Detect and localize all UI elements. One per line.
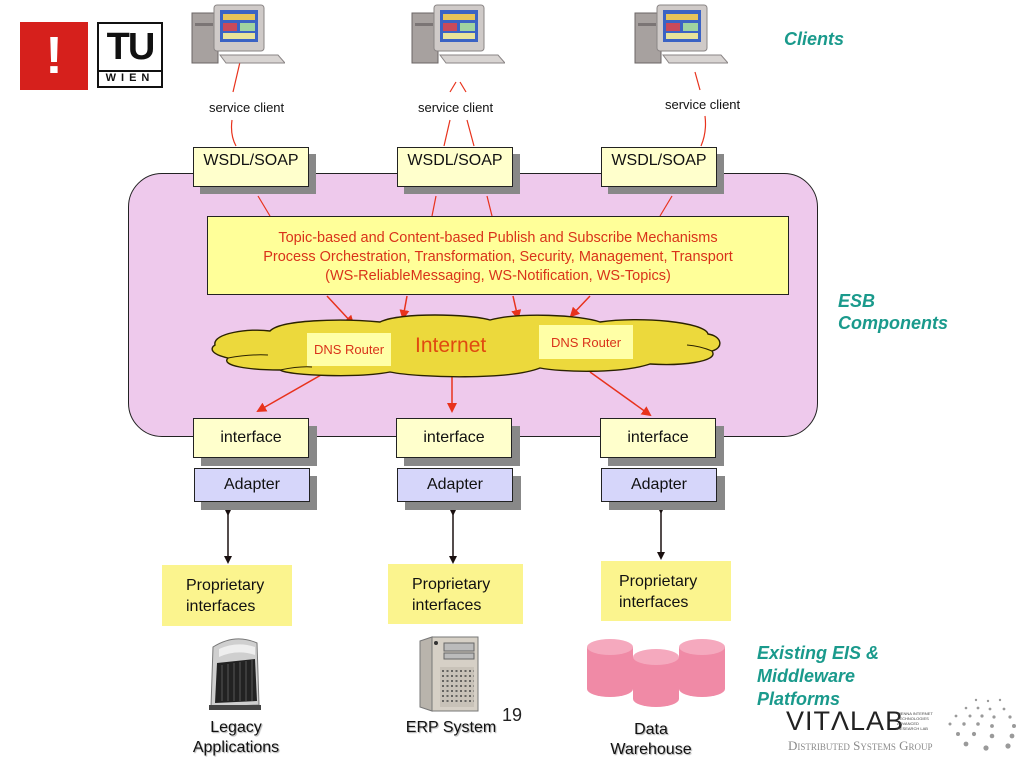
mechanism-line-3: (WS-ReliableMessaging, WS-Notification, … [325,268,671,284]
tagline-line: VIENNA INTERNET [897,711,933,716]
client-computer-1 [190,3,287,68]
tagline-line: TECHNOLOGIES [897,716,929,721]
erp-server-icon [419,636,479,712]
data-warehouse-icon [587,639,725,707]
wien-text: WIEN [99,70,161,84]
service-client-label-2: service client [418,100,494,115]
mechanism-line-1: Topic-based and Content-based Publish an… [278,230,718,246]
proprietary-line-2: interfaces [619,594,689,611]
arrow-mech-to-cloud-3 [511,295,522,320]
wsdl3-line [659,195,673,217]
database-cylinder-icon [587,639,633,697]
esb-label-line-2: Components [838,313,948,333]
legacy-label-line-2: Applications [192,739,280,756]
proprietary-interfaces-2: Proprietary interfaces [388,564,523,624]
tu-text: TU [106,26,156,68]
client1-line-bottom [230,119,237,147]
proprietary-line-2: interfaces [186,598,256,615]
vitalab-tagline: VIENNA INTERNET TECHNOLOGIES ADVANCED RE… [897,711,933,731]
tu-exclamation-mark: ! [20,22,88,90]
service-client-label-3: service client [665,97,741,112]
vitalab-group-name: Distributed Systems Group [788,738,933,753]
wsdl-soap-box-3[interactable]: WSDL/SOAP [601,147,717,187]
adapter-box-2[interactable]: Adapter [397,468,513,502]
service-client-label-1: service client [209,100,285,115]
client2-line-a-bottom [443,119,451,147]
data-warehouse-label: Data Warehouse [596,720,706,760]
wsdl-soap-box-2[interactable]: WSDL/SOAP [397,147,513,187]
eis-label-line-1: Existing EIS & [757,643,880,663]
proprietary-line-2: interfaces [412,597,482,614]
mechanism-line-2: Process Orchestration, Transformation, S… [263,249,733,265]
client2-line-b-bottom [466,119,475,147]
tagline-line: ADVANCED [897,721,919,726]
client3-line-top [694,71,701,91]
tu-wien-logo: ! TU WIEN [20,20,164,90]
wsdl-soap-box-1[interactable]: WSDL/SOAP [193,147,309,187]
interface-box-2[interactable]: interface [396,418,512,458]
legacy-label-line-1: Legacy [210,719,262,736]
wsdl1-line [257,195,271,217]
desktop-computer-icon [411,4,507,64]
eis-label-line-3: Platforms [757,689,841,709]
dns-router-right[interactable]: DNS Router [539,325,633,359]
eis-label-line-2: Middleware [757,666,856,686]
esb-mechanisms-box[interactable]: Topic-based and Content-based Publish an… [207,216,789,295]
existing-eis-label: Existing EIS & Middleware Platforms [757,642,879,711]
esb-label-line-1: ESB [838,291,876,311]
interface-box-3[interactable]: interface [600,418,716,458]
arrow-mech-to-cloud-1 [326,295,355,326]
arrow-mech-to-cloud-2 [399,295,410,320]
warehouse-label-line-1: Data [634,721,668,738]
proprietary-interfaces-3: Proprietary interfaces [601,561,731,621]
erp-system-label: ERP System [405,719,497,736]
tu-wien-box: TU WIEN [97,22,163,88]
clients-label: Clients [784,29,845,49]
wsdl2-line-b [486,195,493,217]
arrow-cloud-to-iface-1 [256,374,322,412]
client-computer-2 [410,3,507,68]
client2-line-a-top [449,81,457,93]
dot-pattern-icon [948,698,1016,751]
desktop-computer-icon [634,4,730,64]
internet-label: Internet [415,334,487,357]
client3-line-bottom [700,115,707,147]
proprietary-line-1: Proprietary [412,576,491,593]
wsdl2-line-a [431,195,437,217]
tagline-line: RESEARCH LAB [897,726,928,731]
warehouse-label-line-2: Warehouse [610,741,692,758]
page-number: 19 [502,705,523,725]
arrow-mech-to-cloud-4 [569,295,591,318]
client1-line-top [232,61,241,93]
desktop-computer-icon [191,4,287,64]
vitalab-wordmark: VITΛLAB [786,706,905,736]
dns-router-left[interactable]: DNS Router [307,333,391,366]
proprietary-line-1: Proprietary [186,577,265,594]
client2-line-b-top [459,81,467,93]
esb-components-label: ESB Components [838,290,948,334]
proprietary-line-1: Proprietary [619,573,698,590]
database-cylinder-icon [633,649,679,707]
client-computer-3 [633,3,730,68]
database-cylinder-icon [679,639,725,697]
legacy-applications-label: Legacy Applications [176,718,296,758]
proprietary-interfaces-1: Proprietary interfaces [162,565,292,626]
adapter-box-1[interactable]: Adapter [194,468,310,502]
vitalab-logo: VITΛLAB VIENNA INTERNET TECHNOLOGIES ADV… [786,698,1022,756]
legacy-server-icon [209,638,261,710]
arrow-cloud-to-iface-3 [589,371,652,417]
interface-box-1[interactable]: interface [193,418,309,458]
adapter-box-3[interactable]: Adapter [601,468,717,502]
